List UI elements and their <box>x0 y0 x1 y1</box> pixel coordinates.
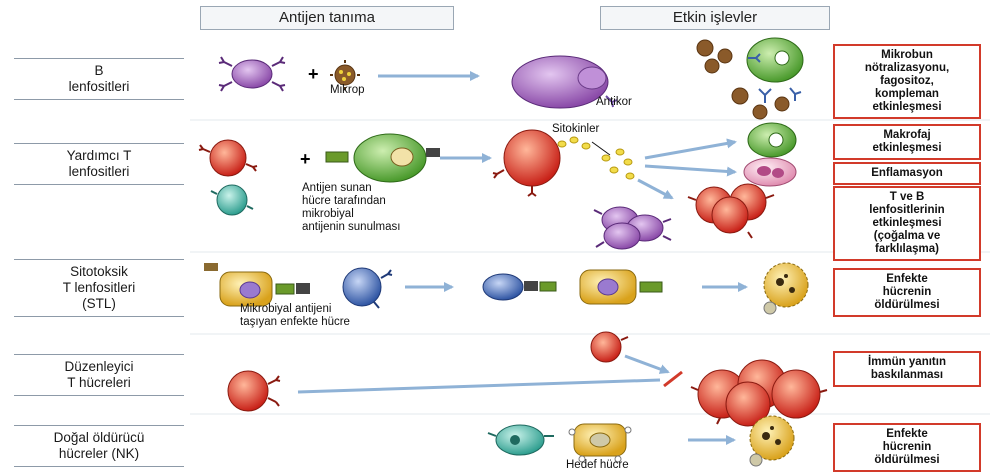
outcome-line: öldürülmesi <box>837 454 977 467</box>
small-helper-t <box>591 332 628 362</box>
b-cell <box>219 57 285 91</box>
outcome-line: T ve B <box>837 191 977 204</box>
outcome-line: Makrofaj <box>837 129 977 142</box>
dying-infected-cell <box>764 263 808 314</box>
outcome-macrophage-activation: Makrofaj etkinleşmesi <box>833 124 981 160</box>
arrow-suppression <box>298 380 660 392</box>
arrow-to-inflammation <box>645 166 735 172</box>
label-apc-description: Antijen sunan hücre tarafından mikrobiya… <box>302 182 400 234</box>
ctl-engaged <box>483 274 556 300</box>
label-line: Antijen sunan <box>302 182 400 195</box>
arrow-to-macrophage <box>645 142 735 158</box>
label-infected-cell: Mikrobiyal antijeni taşıyan enfekte hücr… <box>240 303 350 329</box>
label-line: Mikrobiyal antijeni <box>240 303 350 316</box>
label-line: antijenin sunulması <box>302 221 400 234</box>
outcome-line: fagositoz, <box>837 75 977 88</box>
activated-helper-t-cell <box>493 130 560 196</box>
dying-target-cell <box>750 416 794 466</box>
cytotoxic-t-cell <box>343 268 392 308</box>
label-hedef-hucre: Hedef hücre <box>566 459 629 472</box>
cytokine-pointer <box>592 142 610 155</box>
outcome-line: Enfekte <box>837 428 977 441</box>
suppressed-t-cells <box>691 360 827 426</box>
target-cell <box>569 424 631 462</box>
target-infected-cell <box>580 270 662 304</box>
infected-cell <box>204 263 272 306</box>
outcome-line: kompleman <box>837 88 977 101</box>
label-line: hücre tarafından <box>302 195 400 208</box>
label-antikor: Antikor <box>596 96 632 109</box>
helper-t-cell <box>199 140 257 176</box>
regulatory-helper-small-teal <box>211 185 253 215</box>
outcome-line: öldürülmesi <box>837 299 977 312</box>
proliferating-b-cells <box>594 207 671 249</box>
outcome-ctl-killing: Enfekte hücrenin öldürülmesi <box>833 268 981 317</box>
activated-macrophage <box>748 123 796 157</box>
outcome-line: Mikrobun <box>837 49 977 62</box>
outcome-line: etkinleşmesi <box>837 101 977 114</box>
outcome-immune-suppression: İmmün yanıtın baskılanması <box>833 351 981 387</box>
outcome-nk-killing: Enfekte hücrenin öldürülmesi <box>833 423 981 472</box>
outcome-line: etkinleşmesi <box>837 142 977 155</box>
antigen-presenting-cell <box>326 134 440 182</box>
outcome-b-cell: Mikrobun nötralizasyonu, fagositoz, komp… <box>833 44 981 119</box>
inflammatory-cell <box>744 158 796 186</box>
label-mikrop: Mikrop <box>330 84 365 97</box>
outcome-inflammation: Enflamasyon <box>833 162 981 185</box>
cytokines <box>558 137 634 179</box>
outcome-line: etkinleşmesi <box>837 217 977 230</box>
outcome-line: baskılanması <box>837 369 977 382</box>
label-line: taşıyan enfekte hücre <box>240 316 350 329</box>
macrophage-phagocytosis <box>747 38 803 82</box>
arrow-to-lymphocyte-activation <box>638 180 672 198</box>
arrow-to-suppressed <box>625 356 668 372</box>
outcome-line: Enfekte <box>837 273 977 286</box>
nk-cell <box>488 425 554 455</box>
peptide-mhc-complex <box>276 283 310 294</box>
outcome-line: (çoğalma ve <box>837 230 977 243</box>
outcome-line: farklılaşma) <box>837 243 977 256</box>
regulatory-t-cell <box>228 371 280 411</box>
label-sitokinler: Sitokinler <box>552 123 599 136</box>
outcome-line: nötralizasyonu, <box>837 62 977 75</box>
outcome-line: lenfositlerinin <box>837 204 977 217</box>
proliferating-t-cells <box>688 184 774 238</box>
plus-sign: + <box>300 149 311 169</box>
outcome-line: hücrenin <box>837 286 977 299</box>
outcome-lymphocyte-activation: T ve B lenfositlerinin etkinleşmesi (çoğ… <box>833 186 981 261</box>
outcome-line: Enflamasyon <box>837 167 977 180</box>
inhibition-bar <box>664 372 682 386</box>
outcome-line: İmmün yanıtın <box>837 356 977 369</box>
label-line: mikrobiyal <box>302 208 400 221</box>
plus-sign: + <box>308 64 319 84</box>
outcome-line: hücrenin <box>837 441 977 454</box>
